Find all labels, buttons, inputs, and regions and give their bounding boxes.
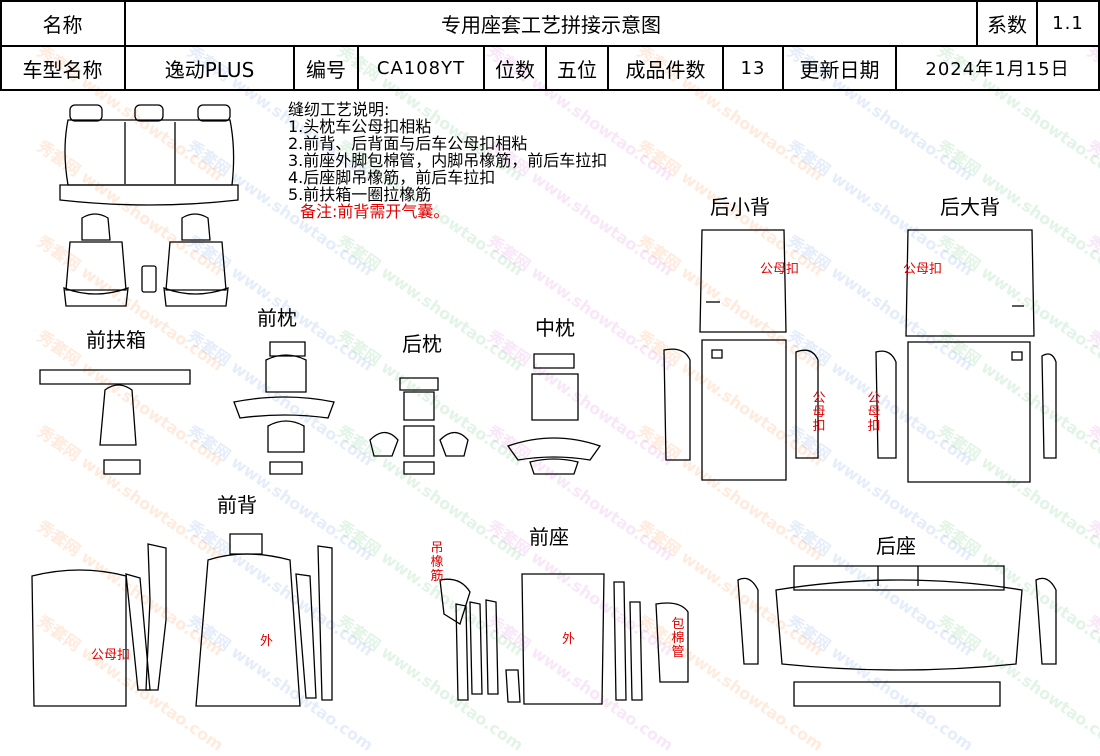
pieces-value: 13: [740, 57, 766, 79]
seats-value: 五位: [557, 57, 597, 82]
sewing-notes: 缝纫工艺说明: 1.头枕车公母扣相粘 2.前背、后背面与后车公母扣相粘 3.前座…: [288, 101, 607, 220]
annotation-elastic: 吊橡筋: [430, 541, 444, 584]
pattern-drawings: [0, 0, 1100, 734]
annotation-snap-big-back-side: 公母扣: [867, 391, 881, 434]
name-label: 名称: [42, 12, 83, 37]
label-front-headrest: 前枕: [257, 306, 297, 330]
coef-value: 1.1: [1052, 12, 1084, 34]
model-label: 车型名称: [22, 57, 103, 82]
front-back-pieces: [32, 534, 332, 706]
rear-big-back-pieces: [876, 230, 1056, 482]
label-rear-small-back: 后小背: [710, 195, 770, 219]
middle-headrest-pieces: [508, 354, 600, 474]
notes-remark: 备注:前背需开气囊。: [300, 202, 450, 221]
annotation-snap-small-back: 公母扣: [760, 262, 800, 277]
front-headrest-pieces: [234, 342, 334, 474]
header-table: 名称 专用座套工艺拼接示意图 系数 1.1 车型名称 逸动PLUS 编号 CA1…: [0, 0, 1100, 91]
seat-overview-diagram: [60, 105, 238, 306]
annotation-snap-big-back: 公母扣: [903, 262, 943, 277]
annotation-foam-tube: 包棉管: [671, 617, 685, 660]
code-label: 编号: [306, 57, 346, 82]
notes-heading: 缝纫工艺说明:: [288, 100, 390, 119]
rear-small-back-pieces: [664, 230, 818, 480]
rear-seat-pieces: [738, 566, 1056, 706]
label-front-armrest: 前扶箱: [86, 328, 146, 352]
label-front-back: 前背: [217, 493, 257, 517]
label-rear-headrest: 后枕: [402, 332, 442, 356]
label-rear-big-back: 后大背: [940, 195, 1000, 219]
annotation-snap-small-back-side: 公母扣: [812, 391, 826, 434]
date-value: 2024年1月15日: [925, 59, 1070, 80]
front-armrest-pieces: [40, 370, 190, 474]
annotation-outer-front-seat: 外: [562, 632, 576, 647]
label-rear-seat: 后座: [876, 534, 916, 558]
annotation-snap-front-back: 公母扣: [91, 648, 131, 663]
pieces-label: 成品件数: [625, 57, 706, 82]
note-item-1: 1.头枕车公母扣相粘: [288, 117, 432, 136]
front-seat-pieces: [440, 574, 688, 704]
note-item-4: 4.后座脚吊橡筋，前后车拉扣: [288, 168, 496, 187]
seats-label: 位数: [495, 57, 535, 82]
code-value: CA108YT: [376, 57, 466, 79]
note-item-2: 2.前背、后背面与后车公母扣相粘: [288, 134, 528, 153]
date-label: 更新日期: [799, 57, 880, 82]
doc-title: 专用座套工艺拼接示意图: [441, 12, 661, 37]
note-item-5: 5.前扶箱一圈拉橡筋: [288, 185, 432, 204]
annotation-outer-front-back: 外: [260, 634, 274, 649]
label-front-seat: 前座: [529, 525, 569, 549]
coef-label: 系数: [987, 12, 1027, 37]
note-item-3: 3.前座外脚包棉管，内脚吊橡筋，前后车拉扣: [288, 151, 608, 170]
rear-headrest-pieces: [370, 378, 468, 474]
label-middle-headrest: 中枕: [535, 316, 575, 340]
model-value: 逸动PLUS: [164, 57, 255, 82]
